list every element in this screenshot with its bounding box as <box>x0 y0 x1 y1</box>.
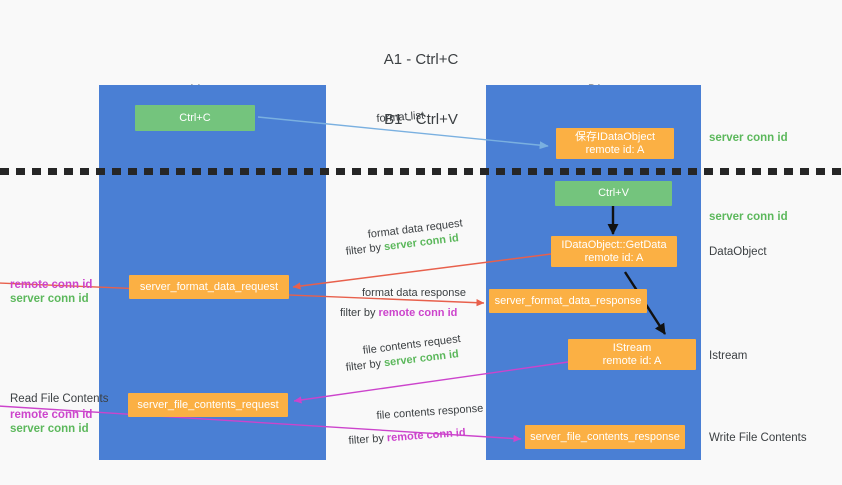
title-line-1: A1 - Ctrl+C <box>383 51 459 68</box>
box-save-idataobject[interactable]: 保存IDataObject remote id: A <box>556 128 674 159</box>
filter-prefix-1: filter by <box>345 241 385 258</box>
box-istream[interactable]: IStream remote id: A <box>568 339 696 370</box>
box-server-format-data-request[interactable]: server_format_data_request <box>129 275 289 299</box>
edge-label-format-data-response: format data response <box>362 287 466 299</box>
label-server-conn-id-2: server conn id <box>10 423 89 435</box>
label-remote-conn-id-2: remote conn id <box>10 409 93 421</box>
label-group-file-conn-ids: remote conn id server conn id <box>10 408 92 436</box>
label-server-conn-id-mid: server conn id <box>709 211 788 223</box>
box-istream-line2: remote id: A <box>602 354 662 367</box>
filter-prefix-3: filter by <box>345 357 385 374</box>
box-getdata-line2: remote id: A <box>584 251 644 264</box>
box-ctrl-c-label: Ctrl+C <box>179 111 211 124</box>
box-server-file-contents-request-label: server_file_contents_request <box>137 398 279 411</box>
box-server-file-contents-response[interactable]: server_file_contents_response <box>525 425 685 449</box>
filter-value-remote-conn-id-1: remote conn id <box>378 307 458 319</box>
label-remote-conn-id-1: remote conn id <box>10 279 93 291</box>
edge-label-format-data-response-filter: filter by remote conn id <box>340 306 457 320</box>
box-server-format-data-response[interactable]: server_format_data_response <box>489 289 647 313</box>
label-server-conn-id-top: server conn id <box>709 132 788 144</box>
label-group-format-conn-ids: remote conn id server conn id <box>10 278 92 306</box>
label-dataobject: DataObject <box>709 246 767 258</box>
box-save-idataobject-line1: 保存IDataObject <box>574 130 656 143</box>
box-ctrl-c[interactable]: Ctrl+C <box>135 105 255 131</box>
box-server-format-data-response-label: server_format_data_response <box>494 294 642 307</box>
filter-prefix-4: filter by <box>348 432 388 447</box>
box-getdata-line1: IDataObject::GetData <box>561 238 667 251</box>
box-ctrl-v-label: Ctrl+V <box>598 187 629 199</box>
label-istream: Istream <box>709 350 748 362</box>
box-server-format-data-request-label: server_format_data_request <box>139 280 279 293</box>
edge-label-file-contents-response-filter: filter by remote conn id <box>348 426 466 448</box>
box-istream-line1: IStream <box>612 341 652 354</box>
box-idataobject-getdata[interactable]: IDataObject::GetData remote id: A <box>551 236 677 267</box>
phase-separator-dashed-line <box>0 168 842 175</box>
box-server-file-contents-request[interactable]: server_file_contents_request <box>128 393 288 417</box>
box-ctrl-v[interactable]: Ctrl+V <box>555 181 672 206</box>
filter-value-remote-conn-id-2: remote conn id <box>386 426 466 445</box>
label-server-conn-id-1: server conn id <box>10 293 89 305</box>
label-read-file-contents: Read File Contents <box>10 393 109 405</box>
box-server-file-contents-response-label: server_file_contents_response <box>530 430 680 443</box>
filter-prefix-2: filter by <box>340 307 379 319</box>
edge-label-file-contents-response: file contents response <box>376 402 484 422</box>
label-write-file-contents: Write File Contents <box>709 432 807 444</box>
box-save-idataobject-line2: remote id: A <box>585 143 645 156</box>
